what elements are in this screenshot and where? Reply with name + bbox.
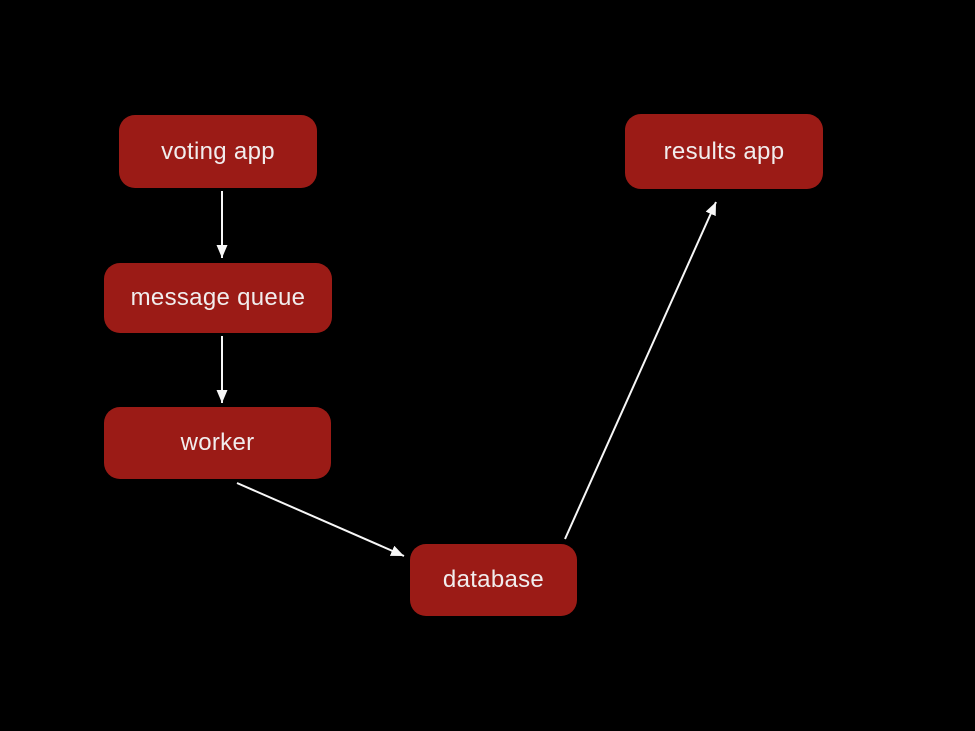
node-voting-app-label: voting app (161, 137, 275, 165)
node-database-label: database (442, 566, 545, 593)
node-message-queue-label: message queue (130, 284, 306, 311)
edge-database-to-results-app (564, 201, 717, 540)
edge-worker-to-database (236, 482, 405, 557)
node-worker-label: worker (180, 429, 255, 456)
node-message-queue: message queue (104, 263, 332, 333)
node-database: database (410, 544, 577, 616)
node-worker: worker (104, 407, 331, 479)
node-results-app-label: results app (663, 137, 785, 165)
node-voting-app: voting app (119, 115, 317, 188)
node-results-app: results app (625, 114, 823, 189)
